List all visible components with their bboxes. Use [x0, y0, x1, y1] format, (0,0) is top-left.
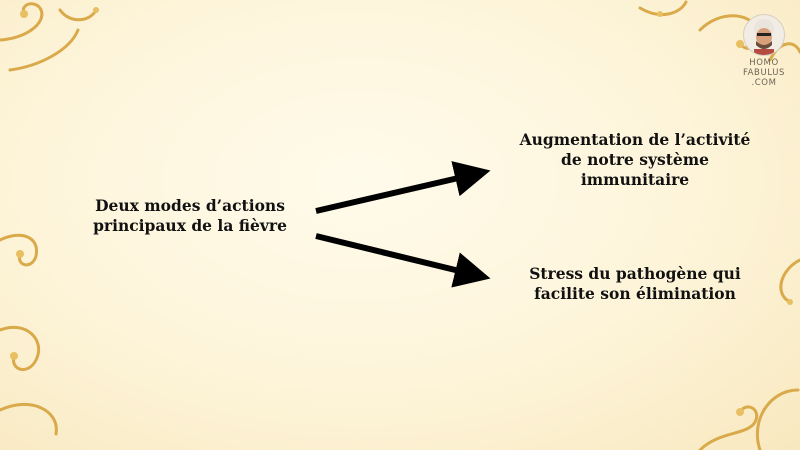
arrow-to-bottom-node [315, 233, 491, 288]
logo-caveman-icon [743, 14, 785, 56]
logo-text-line3: .COM [751, 78, 777, 88]
logo-text-line1: HOMO [749, 58, 779, 68]
target-node-immune-activity: Augmentation de l’activité de notre syst… [519, 130, 751, 189]
logo-text-line2: FABULUS [742, 68, 786, 78]
source-node: Deux modes d’actions principaux de la fi… [93, 196, 287, 235]
target-node-pathogen-stress: Stress du pathogène qui facilite son éli… [529, 264, 741, 303]
arrow-to-top-node [315, 161, 491, 214]
site-logo: HOMO FABULUS .COM [728, 14, 800, 88]
